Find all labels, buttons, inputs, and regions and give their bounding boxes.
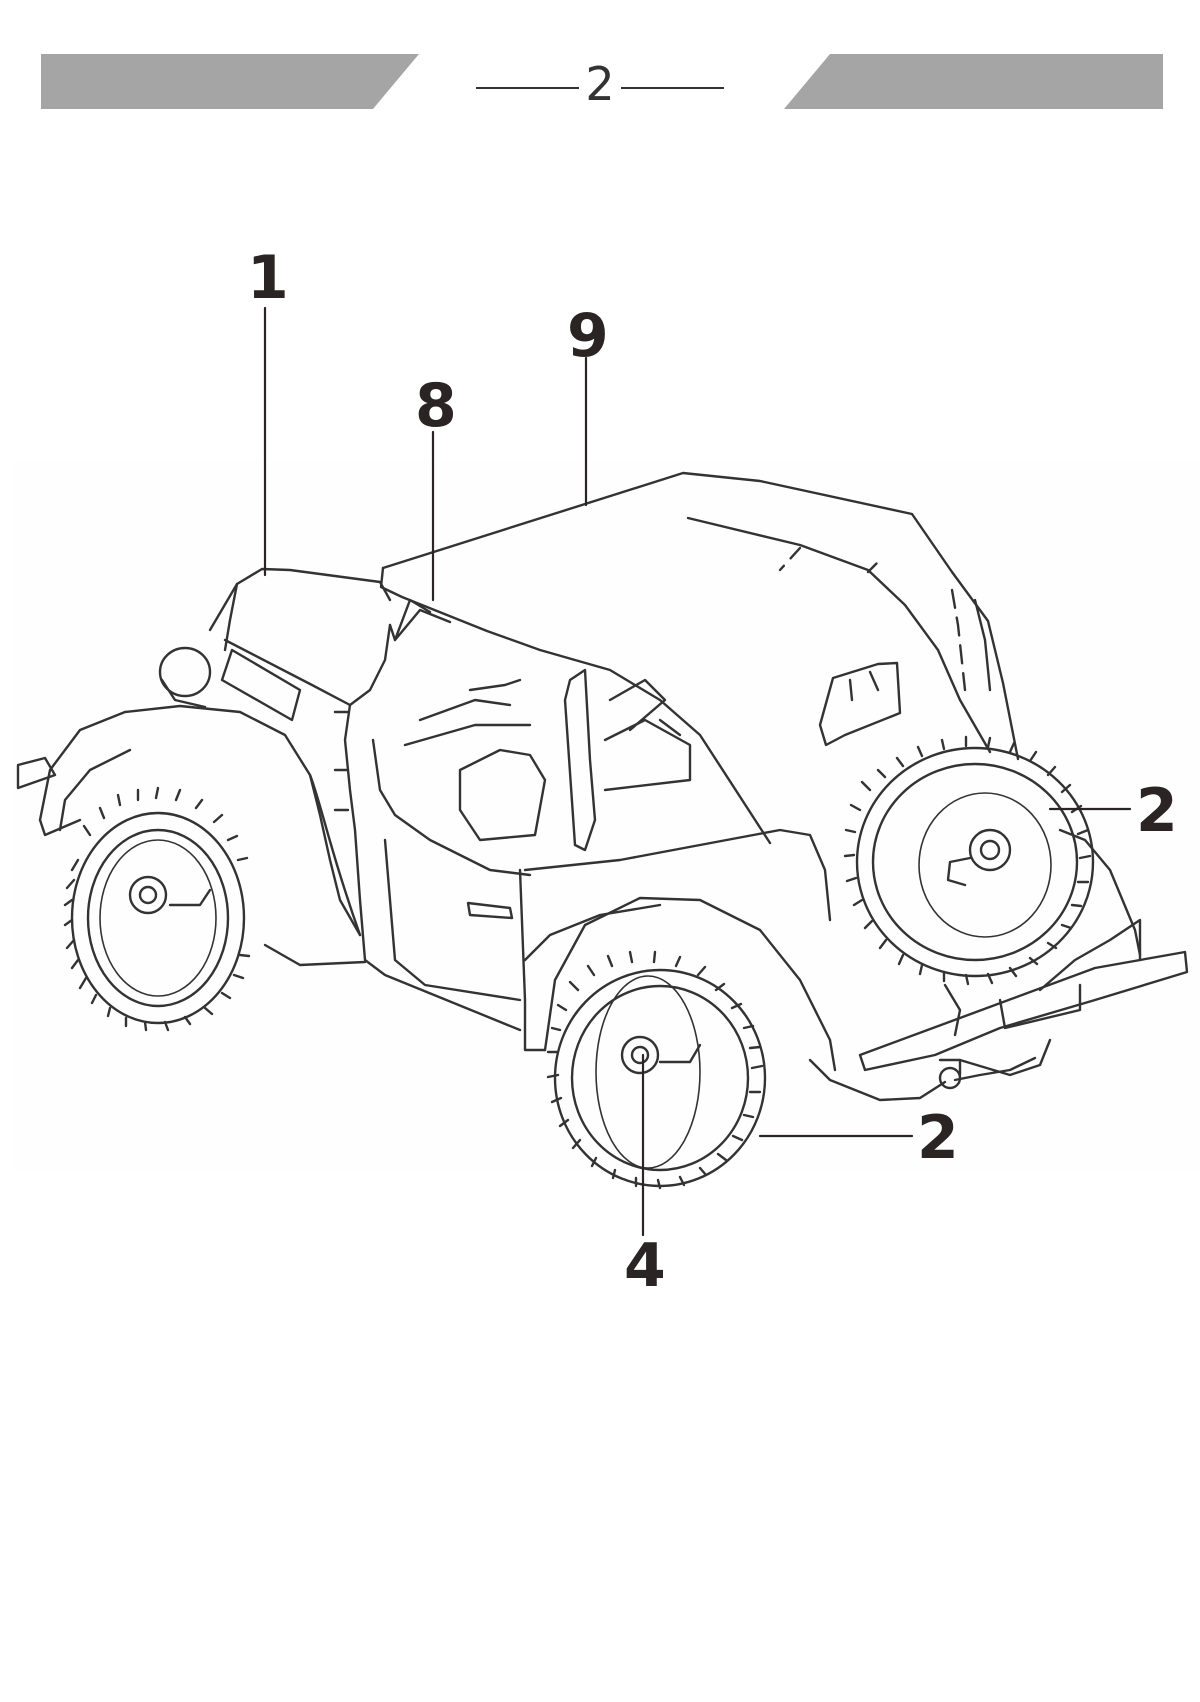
front-wheel <box>63 786 251 1032</box>
rear-wheel <box>546 950 1037 1190</box>
header-band-right <box>784 54 1163 109</box>
callout-4: 4 <box>624 1231 666 1301</box>
callout-8: 8 <box>415 371 457 441</box>
illustration-background <box>12 462 1200 1172</box>
vehicle-body <box>16 567 1189 1102</box>
page-number-dash-right <box>620 86 724 89</box>
page-number: 2 <box>450 55 750 113</box>
header-band-left <box>41 54 419 109</box>
callout-2-spare: 2 <box>1136 776 1178 846</box>
spare-wheel <box>843 735 1142 986</box>
soft-top <box>379 471 1020 845</box>
callout-1: 1 <box>247 243 289 313</box>
page-number-dash-left <box>476 86 580 89</box>
header-band <box>41 54 1163 109</box>
callout-9: 9 <box>567 301 609 371</box>
callout-2-rear: 2 <box>917 1103 959 1173</box>
leader-lines <box>263 306 1132 1237</box>
page-number-text: 2 <box>585 57 615 111</box>
